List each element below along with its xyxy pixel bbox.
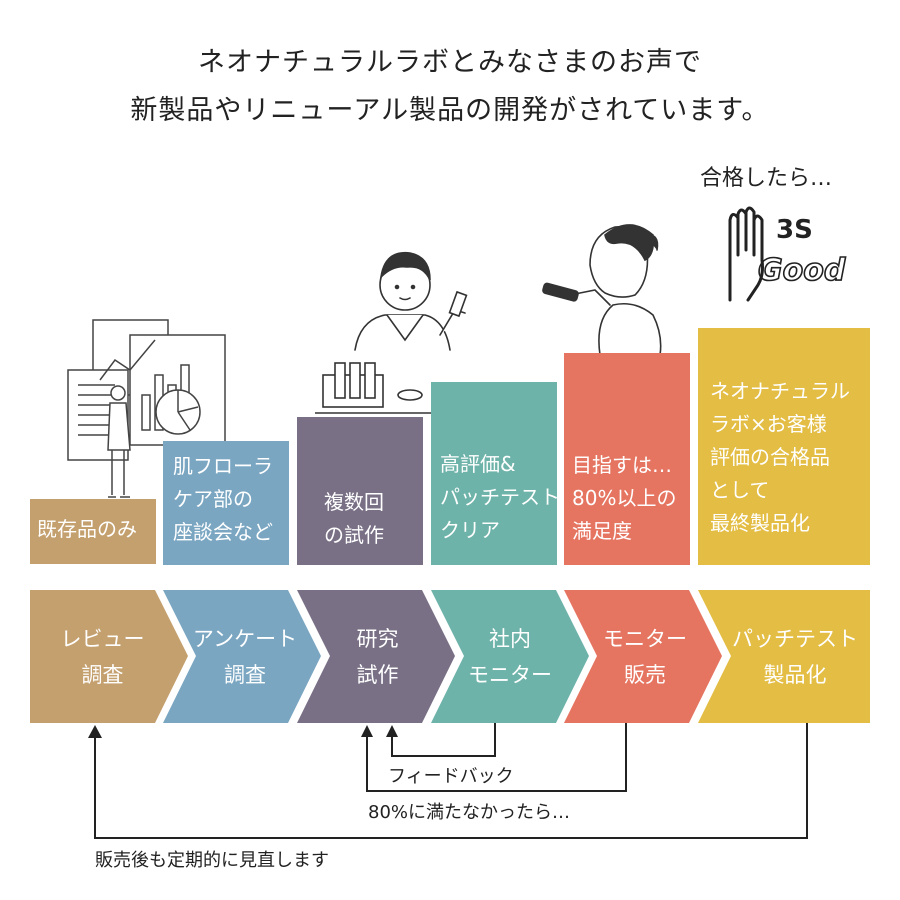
step-text: 試作 (356, 662, 399, 687)
step-text: モニター (603, 626, 687, 651)
stage-bar-prototype: 複数回 の試作 (297, 417, 423, 565)
step-internal-monitor: 社内 モニター (445, 590, 575, 723)
stage-bar-text: 複数回 (324, 490, 384, 514)
stage-bar-text: ケア部の (173, 487, 253, 511)
step-text: 社内 (489, 626, 531, 651)
chevron-productize (698, 590, 870, 723)
step-text: レビュー (60, 626, 145, 651)
feedback-label: フィードバック (388, 766, 514, 787)
stage-bar-text: パッチテスト (440, 485, 560, 509)
stage-bar-existing: 既存品のみ (30, 499, 156, 564)
stage-bar-text: 肌フローラ (173, 454, 273, 478)
hand-logo-icon: 3S Good (728, 206, 847, 302)
chevron-survey (163, 590, 321, 723)
chevron-review (30, 590, 188, 723)
threshold-label: 80%に満たなかったら… (368, 802, 571, 823)
review-illustration-icon (67, 319, 226, 498)
chevron-internal-monitor (431, 590, 589, 723)
stage-bar-patchtest: 高評価& パッチテスト クリア (431, 382, 560, 565)
step-research: 研究 試作 (315, 590, 440, 723)
stage-bar-roundtable: 肌フローラ ケア部の 座談会など (163, 441, 289, 565)
step-text: アンケート (192, 626, 298, 651)
stage-bar-text: 座談会など (173, 520, 273, 544)
chevron-research (297, 590, 455, 723)
pass-label: 合格したら… (700, 166, 833, 191)
stage-bar-satisfaction: 目指すは… 80%以上の 満足度 (564, 353, 690, 565)
step-text: モニター (468, 662, 552, 687)
feedback-line-monitor (366, 723, 627, 792)
logo-text-bottom: Good (758, 253, 846, 288)
arrow-up-icon (88, 725, 102, 738)
researcher-illustration-icon (315, 251, 485, 414)
step-text: 調査 (81, 662, 124, 687)
step-survey: アンケート 調査 (170, 590, 320, 723)
logo-text-top: 3S (776, 215, 813, 245)
stage-bar-text: の試作 (324, 523, 384, 547)
stage-bar-text: 目指すは… (572, 453, 672, 477)
step-review: レビュー 調査 (30, 590, 175, 723)
stage-bar-text: 高評価& (440, 452, 516, 476)
step-text: パッチテスト (732, 626, 858, 651)
stage-bar-text: クリア (440, 518, 500, 542)
stage-bar-text: 満足度 (572, 519, 632, 543)
step-text: 製品化 (763, 662, 827, 687)
step-productize: パッチテスト 製品化 (720, 590, 870, 723)
woman-smartphone-illustration-icon (542, 224, 662, 355)
feedback-line-review (94, 723, 808, 839)
step-text: 販売 (624, 662, 666, 687)
stage-bar-text: ネオナチュラル (710, 379, 850, 403)
stage-bar-text: 80%以上の (572, 486, 677, 510)
stage-bar-text: として (710, 478, 770, 502)
stage-bar-text: 既存品のみ (37, 517, 137, 541)
stage-bar-final: ネオナチュラル ラボ×お客様 評価の合格品 として 最終製品化 (698, 328, 870, 565)
step-text: 研究 (356, 626, 399, 651)
stage-bar-text: ラボ×お客様 (710, 412, 827, 436)
arrow-up-icon (386, 725, 398, 737)
step-monitor-sale: モニター 販売 (580, 590, 710, 723)
arrow-up-icon (361, 725, 373, 737)
stage-bar-text: 評価の合格品 (710, 445, 830, 469)
headline-line-1: ネオナチュラルラボとみなさまのお声で (198, 47, 702, 78)
stage-bar-text: 最終製品化 (710, 511, 810, 535)
headline-line-2: 新製品やリニューアル製品の開発がされています。 (130, 95, 770, 126)
step-text: 調査 (224, 662, 266, 687)
periodic-review-label: 販売後も定期的に見直します (95, 850, 329, 871)
chevron-monitor-sale (564, 590, 722, 723)
feedback-line-internal (391, 723, 496, 757)
